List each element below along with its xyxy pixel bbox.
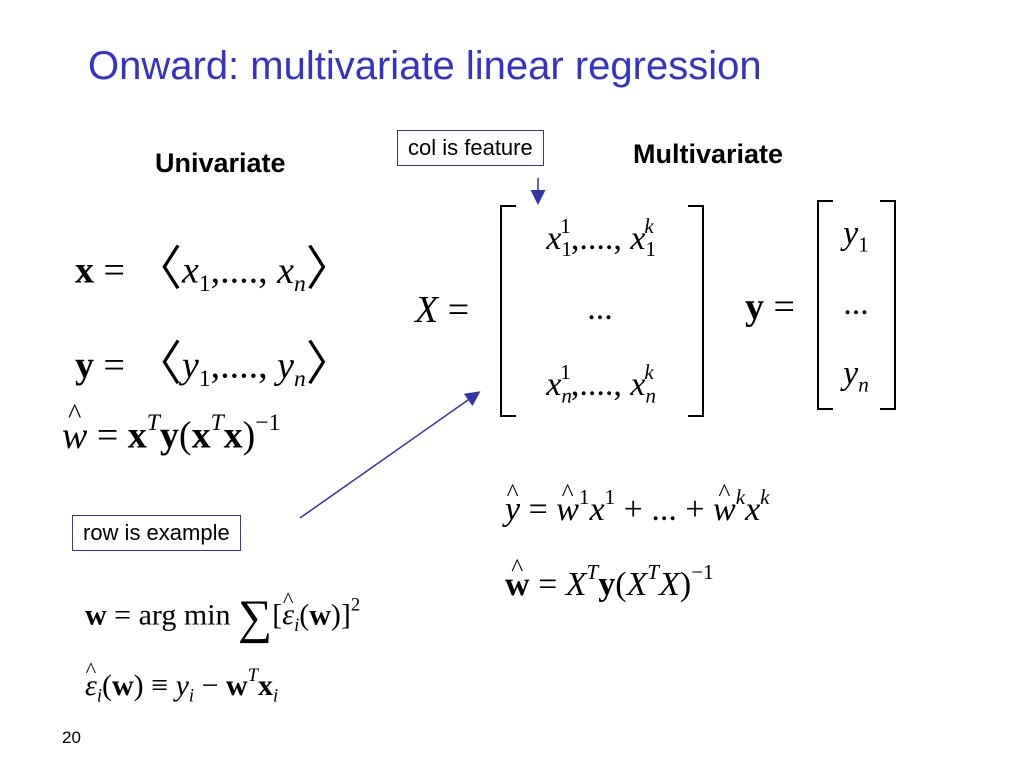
X-matrix-left-bracket [500, 205, 516, 417]
page-number: 20 [62, 728, 81, 747]
multivariate-heading: Multivariate [633, 139, 784, 169]
X-matrix-row-1: x11,...., x1k [546, 214, 656, 262]
row-arrow [299, 391, 481, 519]
w-hat-univariate-eq: w = xTy(xTx)−1 [62, 410, 280, 458]
residual-eq: εi(w) ≡ yi − wTxi [85, 665, 278, 707]
y-matrix-right-bracket [880, 200, 896, 410]
X-matrix-label: X = [415, 289, 470, 331]
y-hat-multivariate-eq: y = w1x1 + ... + wkxk [505, 485, 770, 529]
col-is-feature-callout: col is feature [397, 130, 544, 166]
X-matrix-right-bracket [688, 205, 704, 417]
y-matrix-left-bracket [817, 200, 833, 410]
univariate-heading: Univariate [155, 148, 286, 178]
y-matrix-row-1: y1 [843, 215, 869, 257]
w-hat-multivariate-eq: w = XTy(XTX)−1 [505, 560, 714, 604]
X-matrix-row-dots: ... [587, 290, 613, 327]
slide-title: Onward: multivariate linear regression [88, 44, 762, 88]
row-is-example-callout: row is example [72, 515, 241, 551]
x-vector-eq: x = 〈x1,...., xn〉 [75, 244, 354, 297]
y-matrix-row-n: yn [843, 355, 869, 397]
y-matrix-row-dots: ... [843, 285, 869, 322]
argmin-eq: w = arg min ∑[εi(w)]2 [85, 590, 360, 645]
y-matrix-label: y = [745, 286, 795, 328]
y-vector-eq: y = 〈y1,...., yn〉 [75, 339, 354, 392]
X-matrix-row-n: xn1,...., xnk [546, 360, 656, 408]
